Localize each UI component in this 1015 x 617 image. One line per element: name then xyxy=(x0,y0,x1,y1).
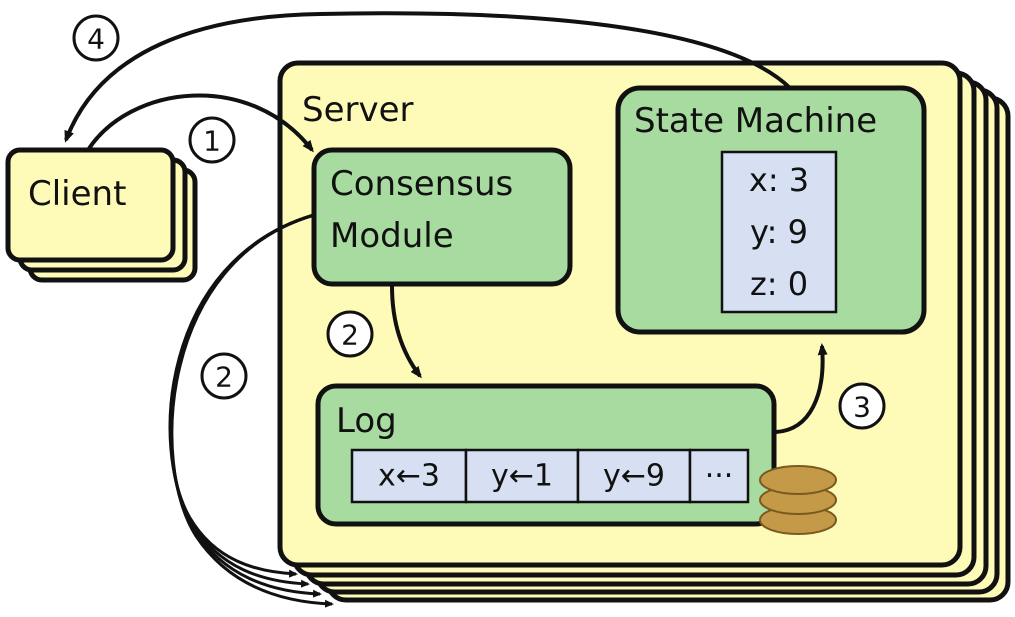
svg-text:2: 2 xyxy=(215,361,233,394)
arrow-2-inner xyxy=(390,285,422,379)
state-machine-title: State Machine xyxy=(634,101,877,141)
arrow-3 xyxy=(775,343,828,434)
step-marker-2-inner: 2 xyxy=(326,310,374,358)
svg-text:4: 4 xyxy=(87,23,105,56)
arrow-1 xyxy=(86,93,314,153)
log-entries: x←3 y←1 y←9 ··· xyxy=(350,448,750,504)
log-cell-2 xyxy=(464,448,580,504)
step-marker-4: 4 xyxy=(72,14,120,62)
client-box xyxy=(5,147,176,263)
log-title: Log xyxy=(336,401,397,441)
log-entry-1: x←3 xyxy=(378,459,440,494)
consensus-line2: Module xyxy=(330,216,454,256)
svg-text:1: 1 xyxy=(203,125,221,158)
svg-text:3: 3 xyxy=(853,391,871,424)
state-value-x: x: 3 xyxy=(749,161,809,199)
arrow-4 xyxy=(64,11,792,143)
consensus-module-box xyxy=(311,147,573,287)
log-entry-3: y←9 xyxy=(603,459,665,494)
client-stack xyxy=(5,147,198,283)
log-entry-4: ··· xyxy=(705,459,734,494)
log-entry-2: y←1 xyxy=(491,459,553,494)
svg-text:2: 2 xyxy=(341,319,359,352)
state-value-y: y: 9 xyxy=(750,213,808,251)
state-value-z: z: 0 xyxy=(750,265,808,303)
server-label: Server xyxy=(302,90,414,130)
client-label: Client xyxy=(28,174,126,214)
step-marker-1: 1 xyxy=(188,116,236,164)
consensus-line1: Consensus xyxy=(330,164,513,204)
log-cell-4 xyxy=(688,448,750,504)
step-marker-3: 3 xyxy=(838,382,886,430)
state-values-box xyxy=(720,150,838,314)
step-marker-2-outer: 2 xyxy=(200,352,248,400)
arrow-2-outer-fan xyxy=(168,213,334,608)
disk-stack-icon xyxy=(759,465,837,535)
